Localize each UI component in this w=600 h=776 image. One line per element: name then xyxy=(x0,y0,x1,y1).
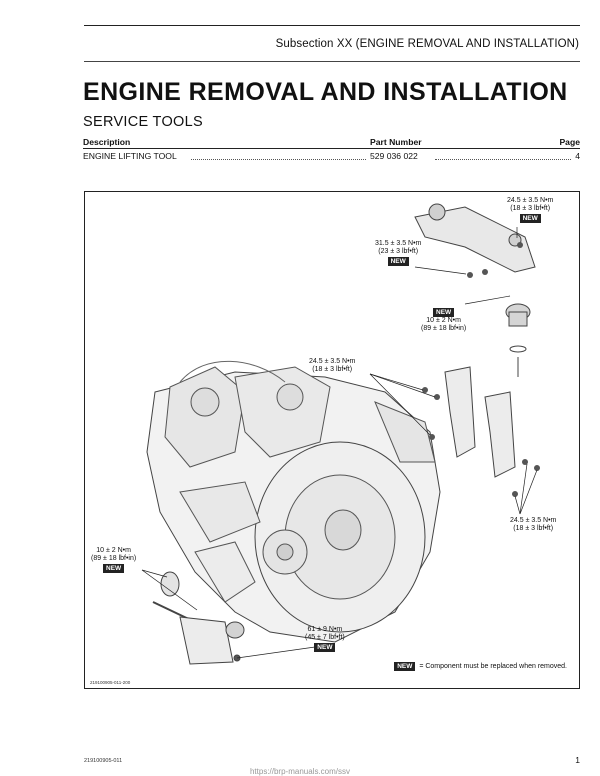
engine-illustration xyxy=(141,203,540,665)
legend-new-badge: NEW xyxy=(394,662,416,671)
header-rule xyxy=(84,25,580,26)
new-badge: NEW xyxy=(314,643,336,652)
torque-imperial: (89 ± 18 lbf•in) xyxy=(421,325,467,332)
page-title: ENGINE REMOVAL AND INSTALLATION xyxy=(83,78,568,106)
figure-id: 219100905-011-200 xyxy=(90,680,131,685)
torque-callout-lower-bracket: 61 ± 9 N•m (45 ± 7 lbf•ft) NEW xyxy=(305,626,345,652)
tool-description: ENGINE LIFTING TOOL xyxy=(83,151,177,161)
torque-imperial: (45 ± 7 lbf•ft) xyxy=(305,634,345,641)
footer-url[interactable]: https://brp-manuals.com/ssv xyxy=(249,767,351,776)
legend-text: = Component must be replaced when remove… xyxy=(419,662,567,670)
figure-legend: NEW = Component must be replaced when re… xyxy=(394,661,567,671)
dot-leader xyxy=(435,159,571,160)
tool-part-number: 529 036 022 xyxy=(370,151,418,161)
footer-page-number: 1 xyxy=(575,755,580,765)
header-divider xyxy=(84,61,580,62)
new-badge: NEW xyxy=(387,257,409,266)
torque-callout-side-bracket: 24.5 ± 3.5 N•m (18 ± 3 lbf•ft) xyxy=(309,358,355,374)
torque-imperial: (23 ± 3 lbf•ft) xyxy=(378,248,419,255)
section-title: SERVICE TOOLS xyxy=(83,114,203,130)
dot-leader xyxy=(191,159,366,160)
torque-callout-upper-bracket: 24.5 ± 3.5 N•m (18 ± 3 lbf•ft) NEW xyxy=(507,197,553,223)
torque-callout-front-mount: 10 ± 2 N•m (89 ± 18 lbf•in) NEW xyxy=(91,547,136,573)
torque-value: 10 ± 2 N•m xyxy=(426,317,461,324)
torque-value: 24.5 ± 3.5 N•m xyxy=(510,517,557,524)
column-header-description: Description xyxy=(83,137,131,147)
torque-callout-rear-bracket: 24.5 ± 3.5 N•m (18 ± 3 lbf•ft) xyxy=(510,517,556,533)
new-badge: NEW xyxy=(103,564,125,573)
new-badge: NEW xyxy=(433,308,455,317)
torque-callout-bracket-nut: 31.5 ± 3.5 N•m (23 ± 3 lbf•ft) NEW xyxy=(375,240,421,266)
column-header-page: Page xyxy=(559,137,580,147)
torque-value: 24.5 ± 3.5 N•m xyxy=(309,358,356,365)
torque-value: 24.5 ± 3.5 N•m xyxy=(507,197,554,204)
torque-imperial: (18 ± 3 lbf•ft) xyxy=(513,525,554,532)
torque-value: 61 ± 9 N•m xyxy=(307,626,343,633)
service-tools-table: Description Part Number Page ENGINE LIFT… xyxy=(83,137,580,163)
torque-imperial: (18 ± 3 lbf•ft) xyxy=(312,366,353,373)
torque-imperial: (89 ± 18 lbf•in) xyxy=(91,555,137,562)
torque-callout-mount-nut: NEW 10 ± 2 N•m (89 ± 18 lbf•in) xyxy=(421,307,466,333)
table-header: Description Part Number Page xyxy=(83,137,580,149)
table-row: ENGINE LIFTING TOOL 529 036 022 4 xyxy=(83,151,580,163)
new-badge: NEW xyxy=(519,214,541,223)
subsection-header: Subsection XX (ENGINE REMOVAL AND INSTAL… xyxy=(275,38,579,50)
tool-page-link[interactable]: 4 xyxy=(575,151,580,161)
torque-value: 31.5 ± 3.5 N•m xyxy=(375,240,422,247)
torque-value: 10 ± 2 N•m xyxy=(96,547,131,554)
torque-imperial: (18 ± 3 lbf•ft) xyxy=(510,205,551,212)
engine-exploded-view-figure: 24.5 ± 3.5 N•m (18 ± 3 lbf•ft) NEW 31.5 … xyxy=(84,191,580,689)
footer-doc-code: 219100905-011 xyxy=(84,758,123,764)
column-header-part-number: Part Number xyxy=(370,137,422,147)
